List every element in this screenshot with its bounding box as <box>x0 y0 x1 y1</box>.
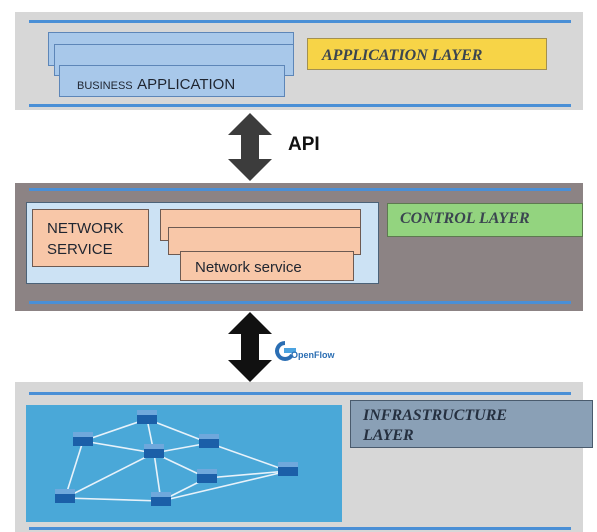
infrastructure-label-line2: LAYER <box>363 427 414 444</box>
network-topology-panel <box>26 405 342 522</box>
network-service-stack-front: Network service <box>180 251 354 281</box>
openflow-arrow <box>228 312 272 382</box>
infrastructure-layer-label: INFRASTRUCTURE LAYER <box>350 400 593 448</box>
control-layer-label-text: CONTROL LAYER <box>400 210 530 227</box>
top-rule <box>29 20 571 23</box>
business-app-large-text: APPLICATION <box>137 76 236 93</box>
api-arrow <box>228 113 272 181</box>
business-app-small-text: BUSINESS <box>77 80 133 92</box>
top-rule <box>29 188 571 191</box>
bottom-rule <box>29 104 571 107</box>
network-topology-graph <box>55 410 298 506</box>
application-layer-label-text: APPLICATION LAYER <box>322 47 483 64</box>
top-rule <box>29 392 571 395</box>
infrastructure-label-line1: INFRASTRUCTURE <box>363 407 508 424</box>
bottom-rule <box>29 301 571 304</box>
infrastructure-layer: INFRASTRUCTURE LAYER <box>15 382 593 532</box>
network-service-box-text: NETWORK SERVICE <box>47 220 124 258</box>
application-layer: BUSINESS APPLICATION APPLICATION LAYER <box>15 12 583 110</box>
bottom-rule <box>29 527 571 530</box>
control-layer: NETWORK SERVICE Network service CONTROL … <box>15 183 583 311</box>
control-layer-label: CONTROL LAYER <box>387 203 583 237</box>
switch-icon <box>55 410 298 506</box>
business-application-box: BUSINESS APPLICATION <box>59 65 285 97</box>
application-layer-label: APPLICATION LAYER <box>307 38 547 70</box>
network-service-stack-text: Network service <box>195 259 302 276</box>
network-service-box: NETWORK SERVICE <box>32 209 149 267</box>
api-label: API <box>288 134 320 155</box>
openflow-label: OpenFlow <box>291 350 335 360</box>
openflow-logo-icon <box>275 341 296 361</box>
